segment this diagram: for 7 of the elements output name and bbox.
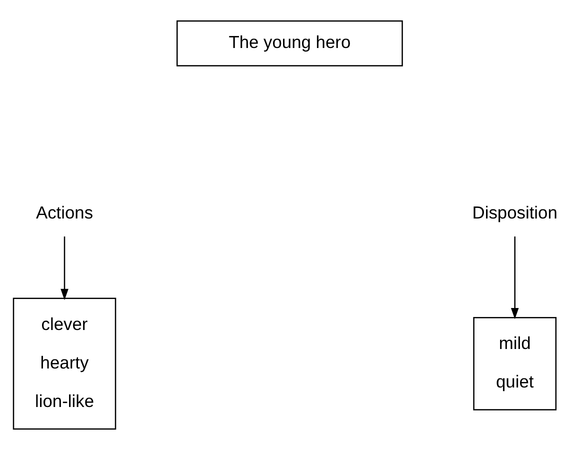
arrow: [60, 236, 68, 300]
node-box: clever hearty lion-like: [12, 298, 116, 430]
node-box: mild quiet: [473, 317, 557, 410]
node-text: Disposition: [472, 202, 558, 222]
node-box: The young hero: [176, 20, 403, 66]
node-text: Actions: [36, 202, 94, 222]
arrow: [510, 236, 519, 320]
